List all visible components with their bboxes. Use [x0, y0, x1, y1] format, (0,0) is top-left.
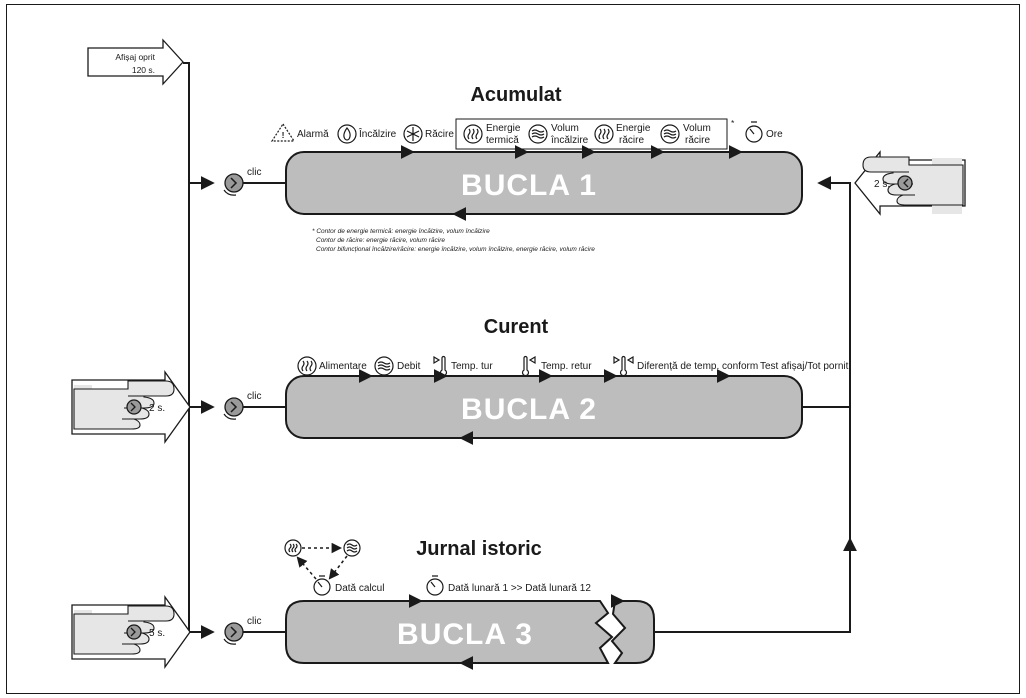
loop1-item-volume-cool: Volum răcire — [660, 123, 711, 146]
loop1-label-volume-cool-1: Volum — [683, 123, 711, 134]
loop1-label-volume-heat-1: Volum — [551, 123, 579, 134]
hold-label-loop3: 5 s. — [149, 628, 165, 639]
display-off-label: Afișaj oprit — [115, 52, 155, 62]
heat-waves-icon — [297, 356, 317, 376]
press-button-icon — [126, 624, 142, 640]
click-button-2: clic — [223, 391, 261, 420]
loop1-label-volume-cool-2: răcire — [685, 135, 710, 146]
snowflake-icon — [403, 124, 423, 144]
loop2-item-flow-temp: Temp. tur — [433, 355, 493, 377]
svg-text:!: ! — [282, 130, 285, 140]
click-label-2: clic — [247, 391, 261, 402]
loop2-label-return-temp: Temp. retur — [541, 361, 592, 372]
loop1-item-energy-heat: Energie termică — [463, 123, 521, 146]
display-off-time: 120 s. — [132, 65, 155, 75]
click-label-1: clic — [247, 167, 261, 178]
loop1-item-hours: Ore — [745, 121, 783, 143]
loop2-label-temp-diff: Diferență de temp. conform — [637, 361, 758, 372]
loop1-footnotes: * Contor de energie termică: energie înc… — [312, 228, 595, 253]
click-label-3: clic — [247, 616, 261, 627]
loop1-label-alarm: Alarmă — [297, 129, 329, 140]
loop1-item-energy-cool: Energie răcire — [594, 123, 651, 146]
loop1-item-alarm: ! Alarmă — [270, 122, 329, 142]
heat-waves-icon — [284, 539, 302, 557]
timer-icon — [745, 125, 763, 143]
loop1-label-energy-heat-2: termică — [486, 135, 519, 146]
loop3-exit-line — [655, 537, 857, 633]
loop3-item-monthly: Dată lunară 1 >> Dată lunară 12 — [426, 575, 591, 596]
display-off-arrow: Afișaj oprit 120 s. — [87, 38, 184, 86]
hold-5s-arrow-loop3: 5 s. — [71, 594, 191, 670]
loop2-name: BUCLA 2 — [461, 393, 597, 426]
loop2-label-flow-temp: Temp. tur — [451, 361, 493, 372]
loop2-item-power: Alimentare — [297, 356, 367, 376]
footnote-line-2: Contor de răcire: energie răcire, volum … — [316, 237, 445, 244]
heat-waves-icon — [594, 124, 614, 144]
diagram-frame — [6, 4, 1020, 694]
loop1-name: BUCLA 1 — [461, 169, 597, 202]
loop1-label-energy-cool-1: Energie — [616, 123, 651, 134]
loop3-name: BUCLA 3 — [397, 618, 533, 651]
click-button-1: clic — [223, 167, 261, 196]
volume-icon — [528, 124, 548, 144]
volume-icon — [660, 124, 680, 144]
volume-icon — [374, 356, 394, 376]
press-button-icon — [897, 175, 913, 191]
loop2-label-display-test: Test afișaj/Tot pornit — [760, 361, 849, 372]
loop2-item-return-temp: Temp. retur — [521, 355, 592, 377]
loop1-item-heating: Încălzire — [337, 124, 397, 144]
loop2-item-flow: Debit — [374, 356, 421, 376]
left-trunk-line — [183, 62, 212, 633]
hold-2s-arrow-loop2: 2 s. — [71, 369, 191, 445]
loop3-title: Jurnal istoric — [416, 538, 542, 560]
heat-waves-icon — [463, 124, 483, 144]
hold-2s-arrow-loop1: 2 s. — [854, 150, 966, 216]
loop1-title: Acumulat — [470, 84, 561, 106]
loop1-label-volume-heat-2: încălzire — [550, 135, 589, 146]
footnote-line-3: Contor bifuncțional încălzire/răcire: en… — [316, 246, 595, 253]
loop1-label-heating: Încălzire — [358, 127, 397, 140]
thermometer-icon — [521, 355, 530, 377]
loop2-title: Curent — [484, 316, 549, 338]
timer-icon — [313, 578, 331, 596]
click-button-3: clic — [223, 616, 261, 645]
press-button-icon — [126, 399, 142, 415]
loop2-item-temp-diff: Diferență de temp. conform — [613, 355, 758, 377]
right-return-line — [817, 176, 851, 545]
loop1-meter-box — [455, 118, 728, 150]
loop1-label-energy-heat-1: Energie — [486, 123, 521, 134]
loop1-pill — [285, 151, 803, 215]
loop3-calc-triangle — [284, 539, 361, 596]
loop3-label-calc-date: Dată calcul — [335, 583, 384, 594]
flame-icon — [337, 124, 357, 144]
thermometer-icon — [619, 355, 628, 377]
loop3-label-monthly: Dată lunară 1 >> Dată lunară 12 — [448, 583, 591, 594]
loop3-pill-left — [285, 600, 614, 664]
volume-icon — [343, 539, 361, 557]
hold-label-loop2: 2 s. — [149, 403, 165, 414]
loop1-asterisk: * — [731, 118, 735, 128]
timer-icon — [426, 578, 444, 596]
loop2-label-power: Alimentare — [319, 361, 367, 372]
loop1-item-cooling: Răcire — [403, 124, 454, 144]
footnote-line-1: * Contor de energie termică: energie înc… — [312, 228, 490, 235]
loop1-item-volume-heat: Volum încălzire — [528, 123, 589, 146]
loop1-label-energy-cool-2: răcire — [619, 135, 644, 146]
hold-label-loop1: 2 s. — [874, 179, 890, 190]
loop1-label-cooling: Răcire — [425, 129, 454, 140]
loop3-pill-right — [610, 600, 655, 664]
thermometer-icon — [439, 355, 448, 377]
loop1-label-hours: Ore — [766, 129, 783, 140]
loop2-label-flow: Debit — [397, 361, 421, 372]
